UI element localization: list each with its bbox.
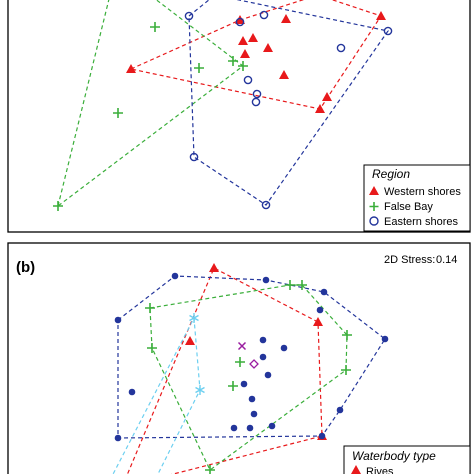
triangle-marker xyxy=(315,104,325,113)
filled-circle-marker xyxy=(262,276,270,284)
plus-marker xyxy=(150,22,160,32)
circle-marker xyxy=(251,97,261,107)
filled-circle-marker xyxy=(246,424,254,432)
filled-circle-marker xyxy=(318,432,326,440)
filled-circle-marker xyxy=(280,344,288,352)
filled-circle-marker xyxy=(381,335,389,343)
circle-marker xyxy=(184,11,194,21)
plus-marker xyxy=(228,56,238,66)
filled-circle-marker xyxy=(250,410,258,418)
legend-title: Region xyxy=(372,167,410,181)
legend-label: Rives xyxy=(366,466,394,474)
circle-marker xyxy=(243,75,253,85)
filled-circle-marker xyxy=(240,380,248,388)
legend-entry-western: Western shores xyxy=(369,186,461,198)
panel-b-plot-area xyxy=(112,263,389,474)
legend-box xyxy=(363,164,471,232)
filled-circle-marker xyxy=(171,272,179,280)
plus-marker xyxy=(341,365,351,375)
asterisk-marker xyxy=(189,313,199,323)
filled-circle-marker xyxy=(230,424,238,432)
plus-marker xyxy=(238,61,248,71)
triangle-marker xyxy=(209,263,219,272)
plus-marker xyxy=(205,465,215,474)
hull-outline xyxy=(129,0,382,110)
diamond-marker xyxy=(249,359,259,369)
cross-marker xyxy=(237,341,247,351)
legend-triangle-marker xyxy=(369,186,379,195)
filled-circle-marker xyxy=(128,388,136,396)
filled-circle-marker xyxy=(268,422,276,430)
plus-marker xyxy=(147,343,157,353)
legend-label: False Bay xyxy=(384,201,433,213)
panel-b-legend: Waterbody type Rives xyxy=(343,445,471,474)
filled-circle-marker xyxy=(114,316,122,324)
panel-b-frame xyxy=(7,242,471,474)
stress-label: 2D Stress: xyxy=(384,254,435,266)
circle-marker xyxy=(189,152,199,162)
panel-a-plot-area xyxy=(53,0,393,211)
filled-circle-marker xyxy=(259,336,267,344)
triangle-marker xyxy=(235,15,245,24)
plus-marker xyxy=(342,330,352,340)
legend-label: Western shores xyxy=(384,186,461,198)
circle-marker xyxy=(252,89,262,99)
circle-marker xyxy=(261,200,271,210)
legend-entry-eastern: Eastern shores xyxy=(369,216,458,228)
legend-entry-falsebay: False Bay xyxy=(369,201,433,213)
circle-marker xyxy=(235,17,245,27)
hull-outline xyxy=(188,0,390,206)
triangle-marker xyxy=(322,92,332,101)
triangle-marker xyxy=(376,11,386,20)
triangle-marker xyxy=(263,43,273,52)
plus-marker xyxy=(228,381,238,391)
filled-circle-marker xyxy=(264,371,272,379)
legend-circle-marker xyxy=(369,216,379,226)
triangle-marker xyxy=(185,336,195,345)
plus-marker xyxy=(113,108,123,118)
panel-a-legend: Region Western shores False Bay Eastern … xyxy=(363,164,471,232)
legend-label: Eastern shores xyxy=(384,216,458,228)
filled-circle-marker xyxy=(259,353,267,361)
legend-title: Waterbody type xyxy=(352,449,436,463)
plus-marker xyxy=(145,303,155,313)
filled-circle-marker xyxy=(114,434,122,442)
plus-marker xyxy=(297,280,307,290)
circle-marker xyxy=(383,26,393,36)
legend-triangle-marker xyxy=(351,465,361,474)
circle-marker xyxy=(259,10,269,20)
stress-value: 0.14 xyxy=(436,254,457,266)
asterisk-marker xyxy=(195,385,205,395)
circle-marker xyxy=(336,43,346,53)
legend-box xyxy=(343,445,471,474)
filled-circle-marker xyxy=(316,306,324,314)
triangle-marker xyxy=(313,317,323,326)
plus-marker xyxy=(285,280,295,290)
hull-outline xyxy=(57,0,244,208)
plus-marker xyxy=(194,63,204,73)
filled-circle-marker xyxy=(248,395,256,403)
legend-plus-marker xyxy=(369,202,379,211)
triangle-marker xyxy=(279,70,289,79)
filled-circle-marker xyxy=(320,288,328,296)
triangle-marker xyxy=(281,14,291,23)
triangle-marker xyxy=(238,36,248,45)
panel-label: (b) xyxy=(16,259,35,276)
filled-circle-marker xyxy=(336,406,344,414)
triangle-marker xyxy=(248,33,258,42)
triangle-marker xyxy=(126,64,136,73)
hull-outline xyxy=(126,267,323,474)
plus-marker xyxy=(53,201,63,211)
triangle-marker xyxy=(240,49,250,58)
plus-marker xyxy=(235,357,245,367)
